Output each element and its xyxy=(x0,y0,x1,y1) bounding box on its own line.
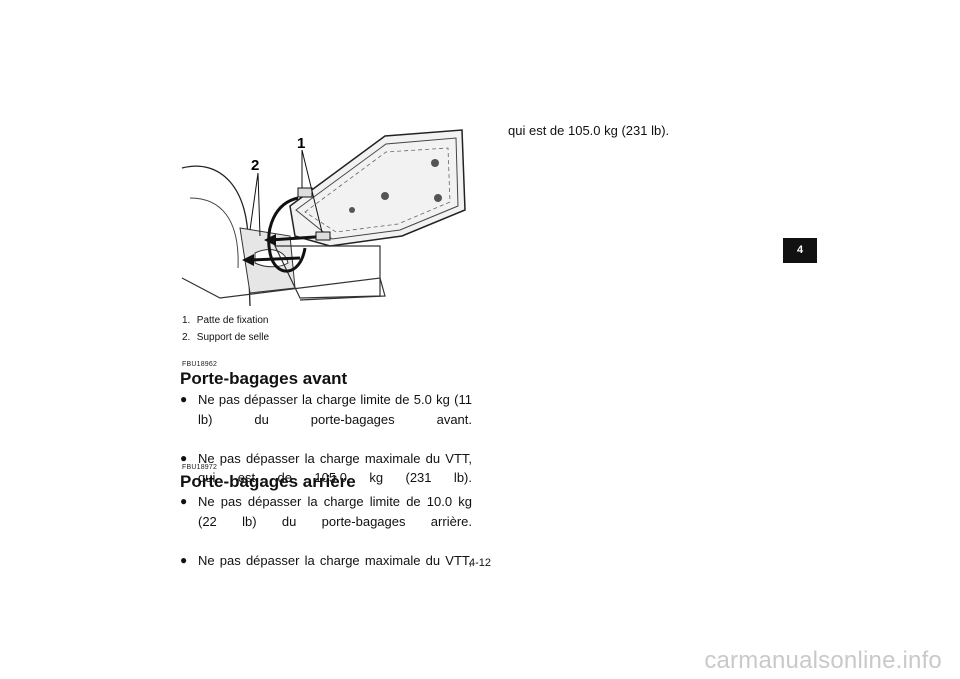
callout-text: Support de selle xyxy=(196,332,270,343)
bullet-item: ● Ne pas dépasser la charge maximale du … xyxy=(180,449,472,508)
bullet-text: Ne pas dépasser la charge limite de 5.0 … xyxy=(198,392,472,427)
page-number: 4-12 xyxy=(469,557,492,569)
section-title: Porte-bagages arrière xyxy=(180,472,356,491)
section-code: FBU18962 xyxy=(182,361,218,368)
figure-callouts: 1. Patte de fixation 2. Support de selle xyxy=(182,312,269,346)
callout-2: 2. Support de selle xyxy=(182,329,269,346)
figure-label-2: 2 xyxy=(251,157,259,174)
watermark: carmanualsonline.info xyxy=(704,647,942,674)
bullet-text: Ne pas dépasser la charge maximale du VT… xyxy=(198,450,472,486)
callout-1: 1. Patte de fixation xyxy=(182,312,269,329)
bullet-icon: ● xyxy=(180,450,188,465)
figure-label-1: 1 xyxy=(297,135,305,152)
bullet-text: Ne pas dépasser la charge limite de 10.0… xyxy=(198,494,472,529)
callout-number: 2. xyxy=(182,332,191,343)
section-title: Porte-bagages avant xyxy=(180,369,348,388)
section-code: FBU18972 xyxy=(182,464,218,471)
bullet-item: ● Ne pas dépasser la charge limite de 10… xyxy=(180,492,472,551)
bullet-text: Ne pas dépasser la charge maximale du VT… xyxy=(198,552,472,568)
continuation-text: qui est de 105.0 kg (231 lb). xyxy=(508,123,670,138)
bullet-list: ● Ne pas dépasser la charge limite de 5.… xyxy=(180,390,472,507)
seat-illustration: 1 2 xyxy=(181,129,466,307)
callout-text: Patte de fixation xyxy=(196,315,269,326)
seat-installation-figure: 1 2 xyxy=(180,128,470,307)
bullet-icon: ● xyxy=(180,552,188,567)
bullet-item: ● Ne pas dépasser la charge limite de 5.… xyxy=(180,390,472,449)
bullet-icon: ● xyxy=(180,392,188,406)
bullet-item: ● Ne pas dépasser la charge maximale du … xyxy=(180,551,472,590)
callout-number: 1. xyxy=(182,315,191,326)
bullet-list: ● Ne pas dépasser la charge limite de 10… xyxy=(180,492,472,590)
bullet-icon: ● xyxy=(180,494,188,508)
chapter-tab: 4 xyxy=(783,238,817,263)
